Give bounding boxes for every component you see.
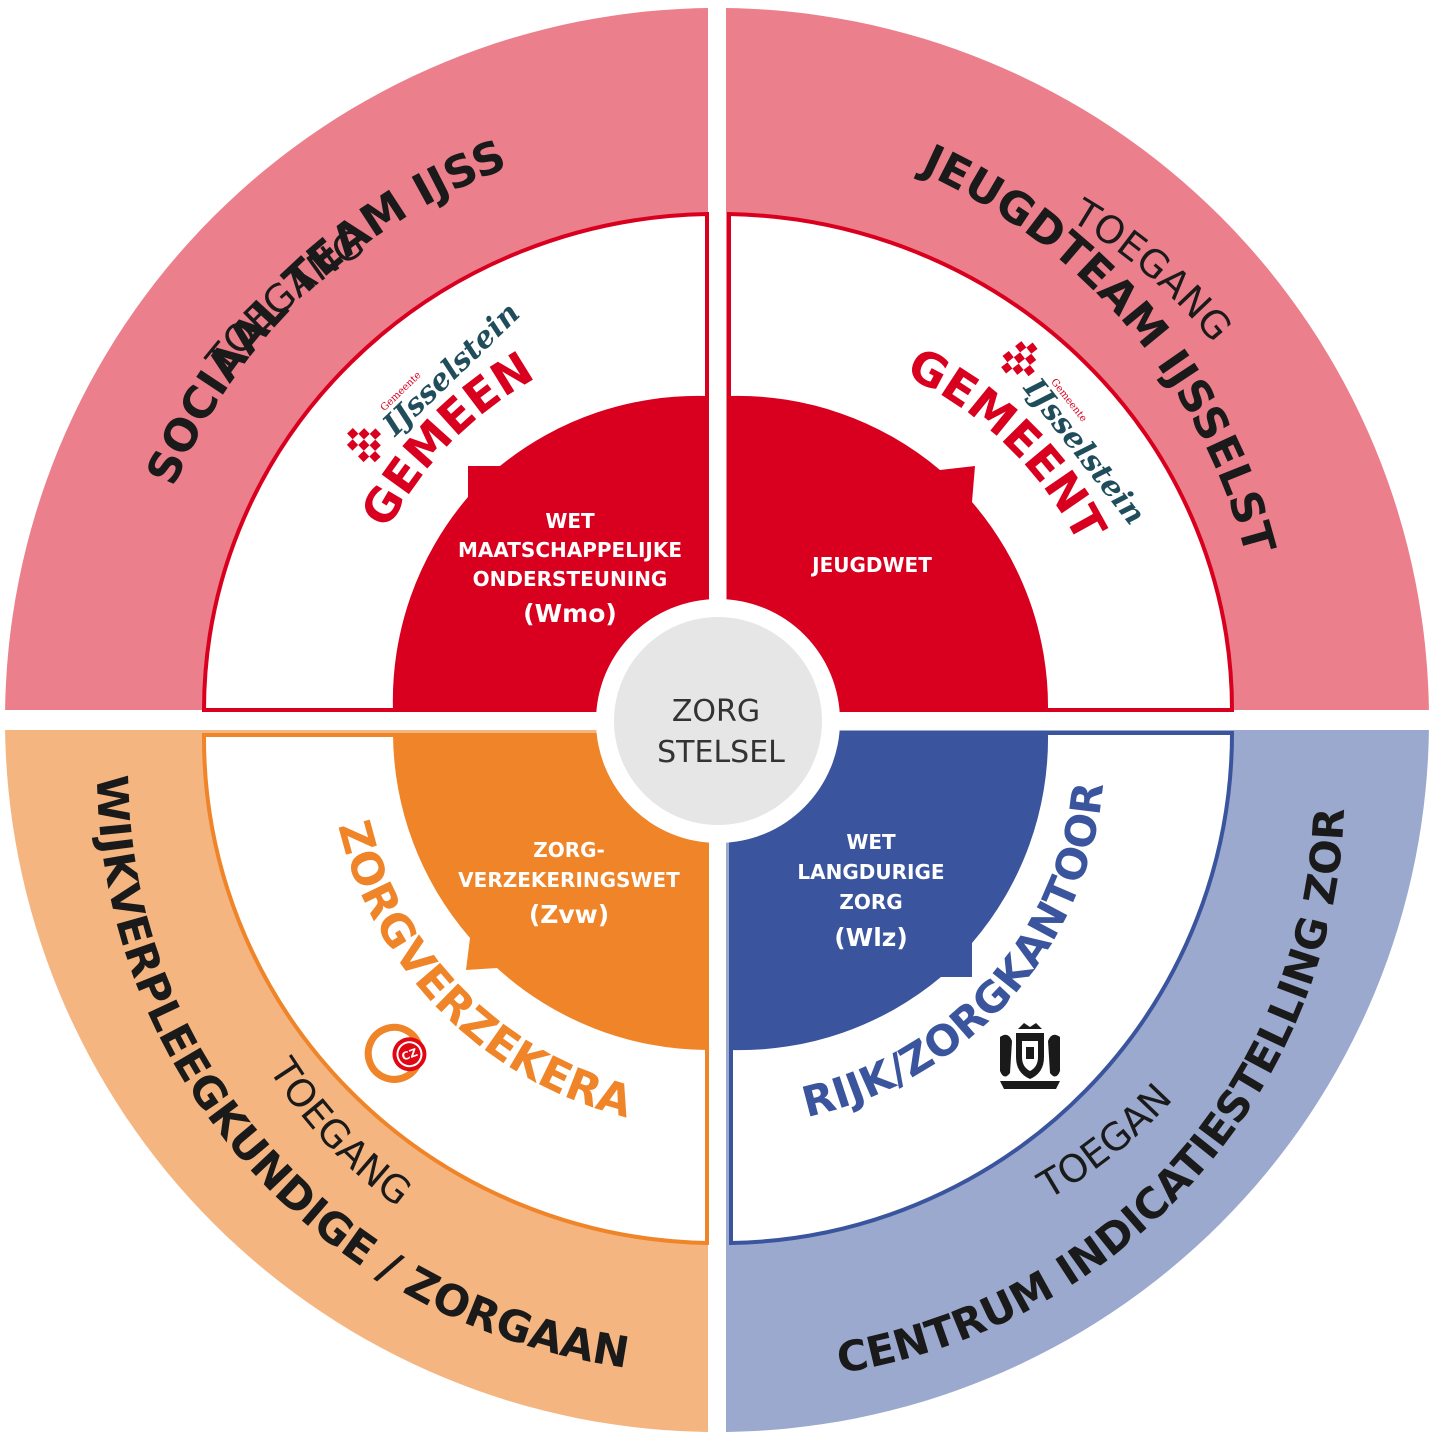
center-circle-inner — [614, 617, 822, 825]
law-line: ZORG- — [533, 838, 605, 862]
inner-top-left — [392, 395, 707, 711]
law-abbr: (Wmo) — [523, 599, 617, 628]
law-top-left: WET MAATSCHAPPELIJKE ONDERSTEUNING (Wmo) — [458, 509, 682, 628]
law-line: JEUGDWET — [810, 553, 932, 577]
center-line1: ZORG — [672, 694, 760, 729]
center-line2: STELSEL — [657, 735, 785, 770]
checker-icon — [1001, 341, 1038, 377]
law-line: VERZEKERINGSWET — [458, 868, 680, 892]
law-line: MAATSCHAPPELIJKE — [458, 538, 682, 562]
inner-top-right — [729, 395, 1049, 711]
law-line: LANGDURIGE — [797, 860, 944, 884]
law-line: ZORG — [839, 890, 902, 914]
inner-bottom-right — [731, 733, 1049, 1051]
law-line: WET — [545, 509, 595, 533]
inner-ring — [392, 395, 1049, 1051]
coat-of-arms-icon — [1000, 1023, 1060, 1089]
law-line: ONDERSTEUNING — [473, 567, 668, 591]
law-abbr: (Wlz) — [834, 923, 908, 952]
law-line: WET — [846, 830, 896, 854]
law-bottom-right: WET LANGDURIGE ZORG (Wlz) — [797, 830, 944, 952]
law-bottom-left: ZORG- VERZEKERINGSWET (Zvw) — [458, 838, 680, 929]
law-top-right: JEUGDWET — [810, 553, 932, 577]
inner-bottom-left — [393, 733, 707, 1050]
cz-text: CZ — [400, 1046, 420, 1064]
cz-logo-icon: CZ — [364, 1023, 427, 1083]
checker-icon — [346, 427, 382, 463]
law-abbr: (Zvw) — [529, 900, 609, 929]
center: ZORG STELSEL — [596, 599, 840, 843]
